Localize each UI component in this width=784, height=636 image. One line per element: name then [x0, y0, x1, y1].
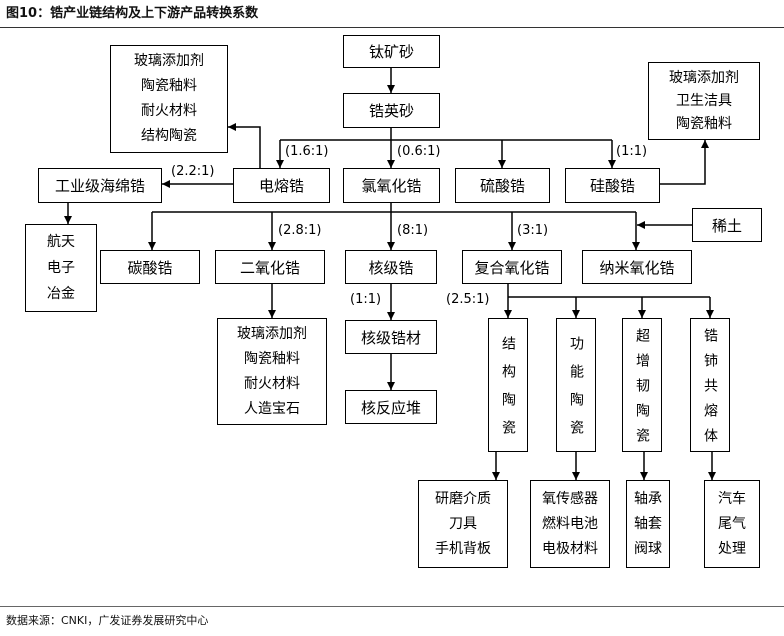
use-item: 陶瓷釉料: [676, 115, 732, 132]
ratio-label-oxychloride-to-dioxide: (2.8:1): [278, 223, 322, 238]
node-label: 硫酸锆: [479, 177, 525, 195]
uses-functional-ceramics: 氧传感器 燃料电池 电极材料: [530, 480, 610, 568]
node-label: 稀土: [711, 216, 742, 235]
node-functional-ceramics: 功能陶瓷: [556, 318, 596, 452]
ratio-label-nuclear-to-material: (1:1): [350, 292, 382, 307]
node-zircon-sand: 锆英砂: [343, 93, 440, 128]
uses-super-toughened-ceramics: 轴承 轴套 阀球: [626, 480, 670, 568]
arrow-fused-to-uses: [228, 123, 261, 168]
ratio-label-composite-to-ceramics: (2.5:1): [446, 292, 490, 307]
uses-zirconium-silicate: 玻璃添加剂 卫生洁具 陶瓷釉料: [648, 62, 760, 140]
use-item: 耐火材料: [141, 103, 197, 119]
ratio-label-oxychloride-to-nuclear: (8:1): [397, 223, 429, 238]
node-label: 工业级海绵锆: [54, 177, 145, 195]
use-item: 玻璃添加剂: [669, 69, 739, 86]
use-item: 冶金: [47, 286, 75, 302]
ratio-label-zircon-to-oxychloride: (0.6:1): [397, 144, 441, 159]
node-rare-earth: 稀土: [692, 208, 762, 242]
use-item: 电子: [47, 260, 75, 276]
use-item: 结构陶瓷: [141, 128, 197, 144]
uses-sponge-zirconium: 航天 电子 冶金: [25, 224, 97, 312]
uses-structural-ceramics: 研磨介质 刀具 手机背板: [418, 480, 508, 568]
uses-zirconium-dioxide: 玻璃添加剂 陶瓷釉料 耐火材料 人造宝石: [217, 318, 327, 425]
ratio-label-zircon-to-fused: (1.6:1): [285, 144, 329, 159]
node-label: 核反应堆: [360, 398, 421, 417]
use-item: 手机背板: [435, 540, 491, 557]
node-label: 核级锆: [368, 258, 414, 277]
node-label: 结构陶瓷: [500, 336, 516, 448]
node-label: 纳米氧化锆: [599, 258, 675, 277]
use-item: 玻璃添加剂: [134, 53, 204, 69]
node-label: 复合氧化锆: [474, 258, 550, 277]
node-zirconium-silicate: 硅酸锆: [565, 168, 660, 203]
use-item: 玻璃添加剂: [237, 325, 307, 342]
node-label: 功能陶瓷: [568, 336, 584, 448]
node-nuclear-zirconium-material: 核级锆材: [345, 320, 437, 354]
use-item: 尾气: [718, 515, 746, 532]
node-nano-zirconia: 纳米氧化锆: [582, 250, 692, 284]
node-label: 二氧化锆: [239, 258, 300, 277]
node-label: 超增韧陶瓷: [634, 328, 650, 453]
use-item: 研磨介质: [435, 490, 491, 507]
node-zirconium-dioxide: 二氧化锆: [215, 250, 325, 284]
node-label: 锆英砂: [368, 102, 414, 120]
use-item: 处理: [718, 540, 746, 557]
node-zirconium-carbonate: 碳酸锆: [100, 250, 200, 284]
use-item: 电极材料: [542, 540, 598, 557]
use-item: 航天: [47, 234, 75, 250]
use-item: 氧传感器: [542, 490, 598, 507]
node-label: 氯氧化锆: [361, 177, 422, 195]
title-rule: [0, 27, 784, 28]
node-zirconium-oxychloride: 氯氧化锆: [343, 168, 440, 203]
use-item: 轴套: [634, 515, 662, 532]
use-item: 陶瓷釉料: [244, 350, 300, 367]
ratio-label-fused-to-sponge: (2.2:1): [171, 164, 215, 179]
node-super-toughened-ceramics: 超增韧陶瓷: [622, 318, 662, 453]
node-sponge-zirconium: 工业级海绵锆: [38, 168, 162, 203]
node-label: 电熔锆: [258, 177, 304, 195]
node-nuclear-grade-zirconium: 核级锆: [345, 250, 437, 284]
use-item: 汽车: [718, 490, 746, 507]
node-zr-ce-eutectic: 锆铈共熔体: [690, 318, 730, 453]
ratio-label-oxychloride-to-composite: (3:1): [517, 223, 549, 238]
use-item: 卫生洁具: [676, 92, 732, 109]
arrow-silicate-to-uses: [660, 140, 709, 185]
node-composite-zirconia: 复合氧化锆: [462, 250, 562, 284]
use-item: 陶瓷釉料: [141, 78, 197, 94]
node-titanium-ore-sand: 钛矿砂: [343, 35, 440, 68]
source-note: 数据来源：CNKI，广发证券发展研究中心: [6, 614, 209, 627]
node-nuclear-reactor: 核反应堆: [345, 390, 437, 424]
use-item: 阀球: [634, 540, 662, 557]
node-fused-zirconia: 电熔锆: [233, 168, 330, 203]
use-item: 轴承: [634, 490, 662, 507]
node-label: 核级锆材: [360, 328, 421, 347]
use-item: 燃料电池: [542, 515, 598, 532]
node-label: 钛矿砂: [368, 43, 414, 61]
figure-title: 图10：锆产业链结构及上下游产品转换系数: [6, 6, 259, 21]
use-item: 人造宝石: [244, 400, 300, 417]
node-label: 硅酸锆: [589, 177, 635, 195]
uses-zr-ce-eutectic: 汽车 尾气 处理: [704, 480, 760, 568]
uses-fused-zirconia: 玻璃添加剂 陶瓷釉料 耐火材料 结构陶瓷: [110, 45, 228, 153]
node-label: 碳酸锆: [127, 258, 173, 277]
use-item: 耐火材料: [244, 375, 300, 392]
use-item: 刀具: [449, 515, 477, 532]
ratio-label-zircon-to-silicate: (1:1): [616, 144, 648, 159]
node-label: 锆铈共熔体: [702, 328, 718, 453]
footer-rule: [0, 606, 784, 607]
node-structural-ceramics: 结构陶瓷: [488, 318, 528, 452]
node-zirconium-sulfate: 硫酸锆: [455, 168, 550, 203]
